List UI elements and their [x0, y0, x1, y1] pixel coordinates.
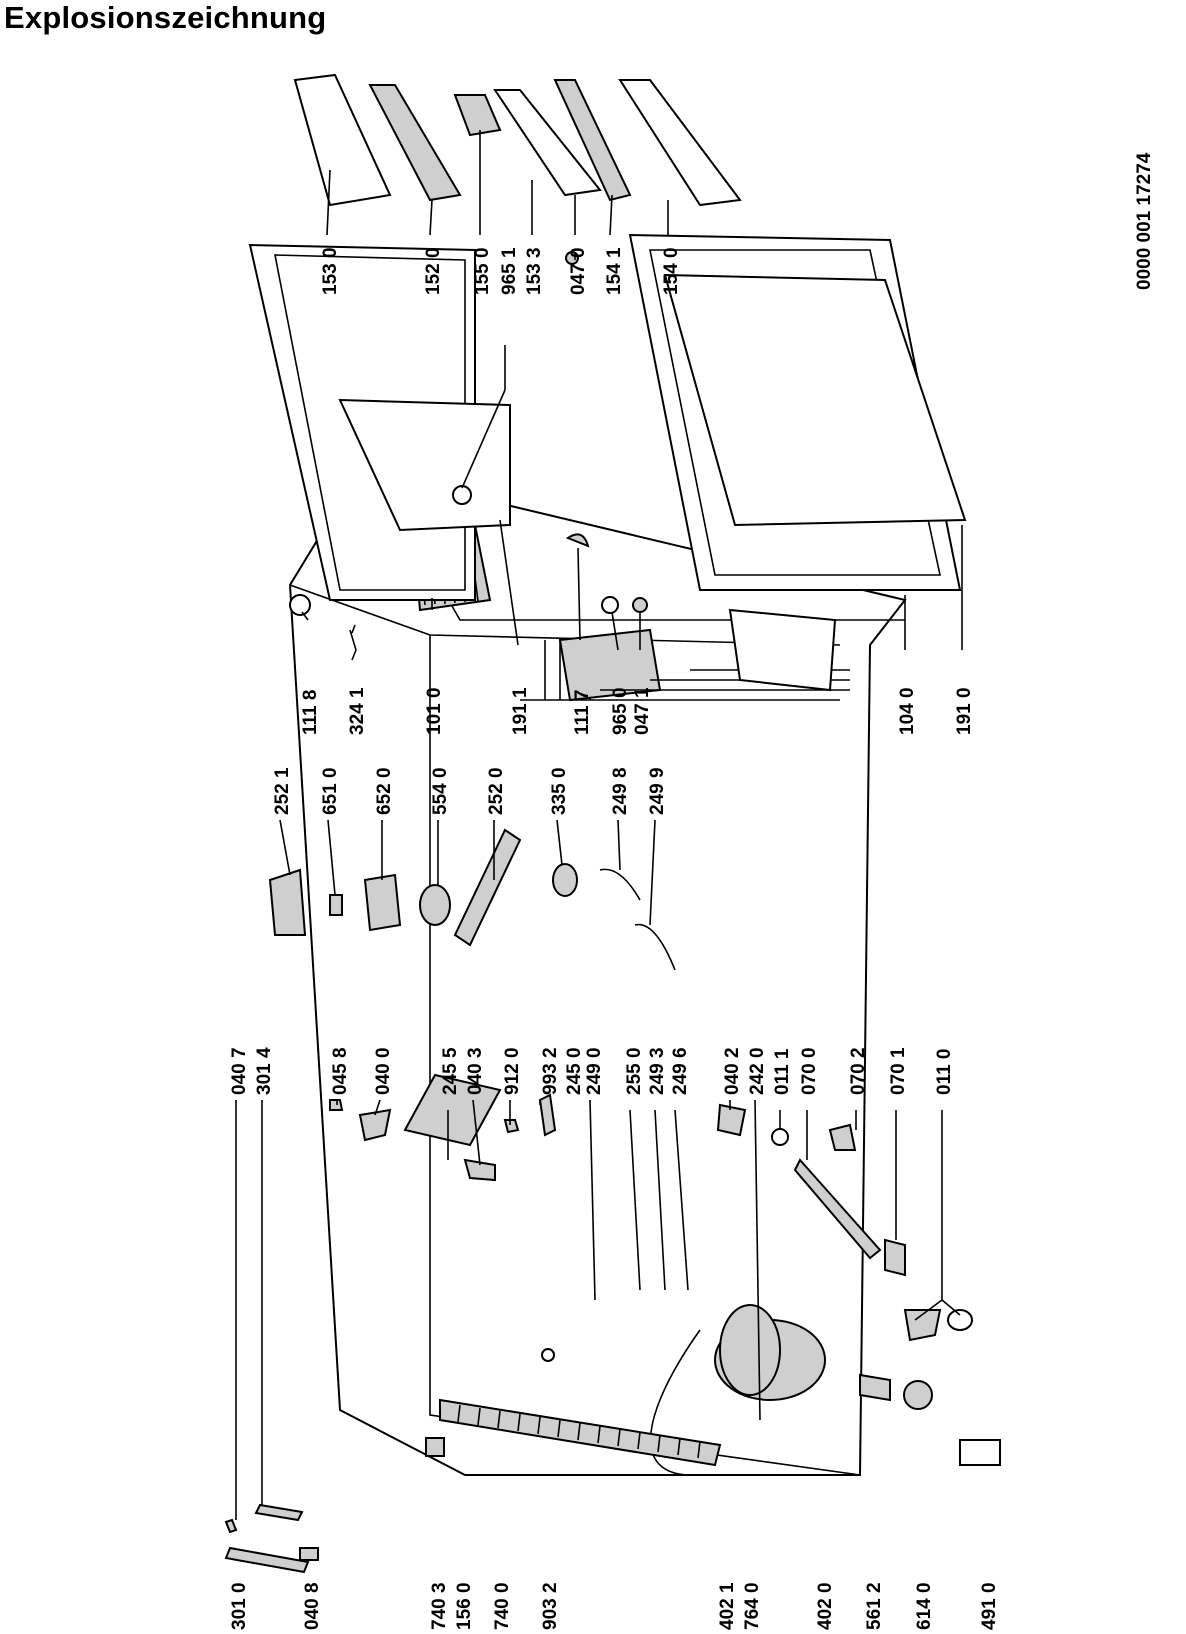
part-label: 252 1 — [272, 767, 293, 815]
part-label: 651 0 — [320, 767, 341, 815]
part-label: 252 0 — [486, 767, 507, 815]
part-label: 111 8 — [300, 690, 321, 735]
part-label: 152 0 — [423, 247, 444, 295]
fridge-door — [628, 233, 967, 591]
small-parts — [268, 251, 1001, 1466]
part-label: 912 0 — [502, 1047, 523, 1095]
part-label: 324 1 — [347, 687, 368, 735]
part-label: 111 7 — [572, 690, 593, 735]
door-shelves — [293, 73, 742, 207]
leader-lines — [235, 130, 963, 1520]
part-label: 011 0 — [934, 1049, 955, 1096]
part-label: 402 0 — [815, 1582, 836, 1630]
part-label: 554 0 — [430, 767, 451, 815]
part-label: 047 0 — [568, 247, 589, 295]
part-label: 040 2 — [722, 1047, 743, 1095]
part-label: 249 6 — [670, 1047, 691, 1095]
part-label: 104 0 — [897, 687, 918, 735]
page-title: Explosionszeichnung — [4, 0, 327, 35]
part-label: 561 2 — [864, 1582, 885, 1630]
part-label: 965 1 — [499, 247, 520, 295]
cabinet-body — [288, 468, 907, 1476]
freezer-door — [248, 243, 511, 601]
part-label: 614 0 — [914, 1582, 935, 1630]
part-label: 740 3 — [429, 1582, 450, 1630]
part-label: 255 0 — [624, 1047, 645, 1095]
part-label: 153 0 — [320, 247, 341, 295]
part-label: 154 1 — [604, 247, 625, 295]
part-label: 070 2 — [848, 1047, 869, 1095]
part-label: 155 0 — [472, 247, 493, 295]
part-label: 245 5 — [440, 1047, 461, 1095]
part-label: 491 0 — [979, 1582, 1000, 1630]
part-label: 153 3 — [524, 247, 545, 295]
part-label: 245 0 — [564, 1047, 585, 1095]
document-number: 0000 001 17274 — [1134, 152, 1155, 290]
part-label: 040 8 — [302, 1582, 323, 1630]
part-label: 993 2 — [540, 1047, 561, 1095]
part-label: 040 7 — [229, 1047, 250, 1095]
part-label: 965 0 — [610, 687, 631, 735]
part-label: 764 0 — [742, 1582, 763, 1630]
part-label: 011 1 — [772, 1048, 793, 1095]
part-label: 402 1 — [717, 1582, 738, 1630]
part-label: 335 0 — [549, 767, 570, 815]
part-label: 156 0 — [454, 1582, 475, 1630]
part-label: 070 1 — [888, 1047, 909, 1095]
part-labels: 301 0 040 8 740 3 156 0 740 0 903 2 402 … — [229, 152, 1155, 1630]
part-label: 301 4 — [254, 1047, 275, 1095]
part-label: 249 0 — [584, 1047, 605, 1095]
part-label: 652 0 — [374, 767, 395, 815]
part-label: 040 3 — [465, 1047, 486, 1095]
part-label: 040 0 — [373, 1047, 394, 1095]
part-label: 154 0 — [661, 247, 682, 295]
part-label: 045 8 — [330, 1047, 351, 1095]
trim-strips — [224, 1437, 445, 1574]
part-label: 070 0 — [799, 1047, 820, 1095]
part-label: 903 2 — [540, 1582, 561, 1630]
part-label: 249 8 — [610, 767, 631, 815]
part-label: 740 0 — [492, 1582, 513, 1630]
part-label: 101 0 — [424, 687, 445, 735]
part-label: 047 1 — [632, 687, 653, 735]
part-label: 191 0 — [954, 687, 975, 735]
part-label: 301 0 — [229, 1582, 250, 1630]
part-label: 249 9 — [647, 767, 668, 815]
part-label: 191 1 — [510, 687, 531, 735]
part-label: 242 0 — [747, 1047, 768, 1095]
part-label: 249 3 — [647, 1047, 668, 1095]
